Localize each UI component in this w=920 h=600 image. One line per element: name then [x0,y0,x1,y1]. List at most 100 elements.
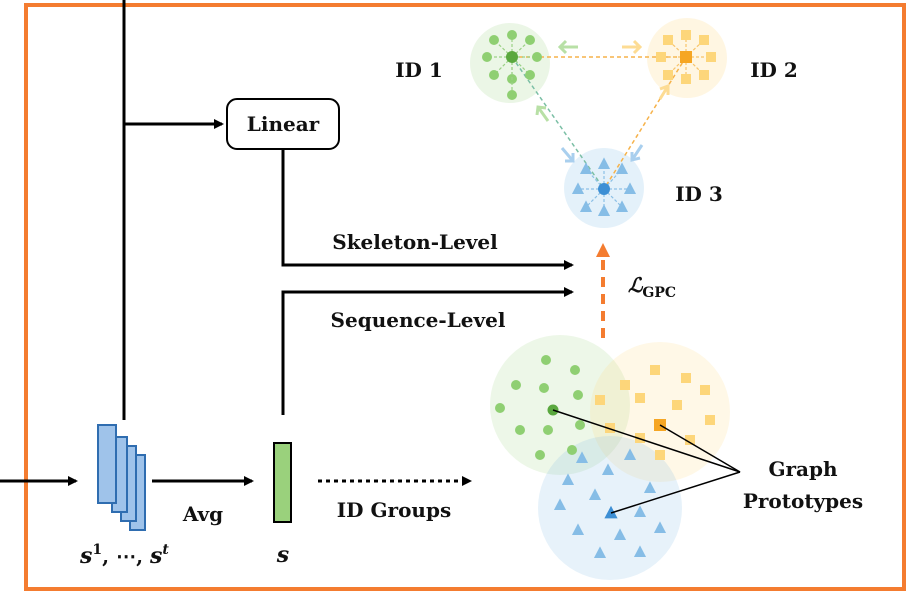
blue-node [643,481,657,493]
prototypes-label: Prototypes [743,489,863,513]
graph-prototype-clusters [490,335,730,580]
id3-satellite [597,204,611,216]
yellow-node [635,393,645,403]
id1-satellite [489,70,499,80]
id3-satellite [579,162,593,174]
blue-node [601,463,615,475]
yellow-node [605,423,615,433]
blue-node [633,505,647,517]
id2-nodes [656,30,716,84]
id3-satellite [579,200,593,212]
yellow-node [681,373,691,383]
green-node [515,425,525,435]
green-node [511,380,521,390]
id3-label: ID 3 [675,182,723,206]
id2-satellite [663,35,673,45]
blue-cluster-nodes [553,448,667,558]
edge-direction-arrows [535,39,670,163]
id3-satellite-link [603,188,623,208]
blue-node [623,448,637,460]
id2-satellite [706,52,716,62]
blue-node [575,451,589,463]
yellow-node [685,435,695,445]
id2-satellite [699,70,709,80]
blue-node [613,528,627,540]
id2-satellite [656,52,666,62]
id1-satellite [525,35,535,45]
green-node [543,425,553,435]
loss-label: ℒGPC [628,273,676,301]
id3-nodes [571,157,637,216]
yellow-node [650,365,660,375]
edge-id2-id3 [603,56,687,190]
id1-satellite [525,70,535,80]
id1-satellite [507,90,517,100]
sequence-notation: s1, ⋯, st [79,542,169,569]
id-groups-label: ID Groups [337,498,451,522]
blue-node [561,473,575,485]
average-feature-block [273,442,292,523]
linear-box: Linear [226,98,340,150]
id3-satellite [615,200,629,212]
skeleton-level-label: Skeleton-Level [332,230,498,254]
blue-node [593,546,607,558]
green-node [570,365,580,375]
prototype-graph [470,18,727,228]
sequence-level-arrow [281,287,574,415]
sequence-feature-stack [97,424,146,531]
avg-label: Avg [182,502,223,526]
outer-frame [24,3,906,591]
green-node [539,383,549,393]
blue-node [571,523,585,535]
green-node [567,445,577,455]
blue-node [633,545,647,557]
blue-node [553,498,567,510]
id1-label: ID 1 [395,58,443,82]
blue-node [588,488,602,500]
graph-label: Graph [768,457,838,481]
prototype-pointers [552,409,741,514]
id2-satellite [681,30,691,40]
id1-nodes [482,30,542,100]
id1-satellite [489,35,499,45]
skeleton-level-arrow [281,149,574,270]
id3-satellite [623,182,637,194]
yellow-node [705,415,715,425]
sequence-level-label: Sequence-Level [331,308,506,332]
id1-satellite [532,52,542,62]
average-feature-symbol: s [276,542,289,568]
id2-satellite [681,74,691,84]
id3-satellite [615,162,629,174]
id2-label: ID 2 [750,58,798,82]
id2-satellite [699,35,709,45]
yellow-node [700,385,710,395]
yellow-cluster-nodes [595,365,715,460]
id1-satellite [482,52,492,62]
id2-satellite [663,70,673,80]
id3-prototype-node [598,183,610,195]
green-node [541,355,551,365]
yellow-node [620,380,630,390]
linear-label: Linear [247,112,320,136]
blue-node [653,521,667,533]
id3-satellite-link [585,188,605,208]
green-node [575,420,585,430]
yellow-node [635,433,645,443]
yellow-node [655,450,665,460]
blue-prototype-node [604,505,618,519]
id2-prototype-node [680,51,692,63]
id1-satellite [507,30,517,40]
green-cluster-nodes [495,355,585,460]
green-node [573,390,583,400]
green-node [535,450,545,460]
green-node [495,403,505,413]
id3-satellite [571,182,585,194]
id1-prototype-node [506,51,518,63]
id3-satellite [597,157,611,169]
edge-id1-id3 [511,56,605,190]
green-cluster-region [490,335,630,475]
yellow-node [672,400,682,410]
yellow-node [595,395,605,405]
yellow-cluster-region [590,342,730,482]
